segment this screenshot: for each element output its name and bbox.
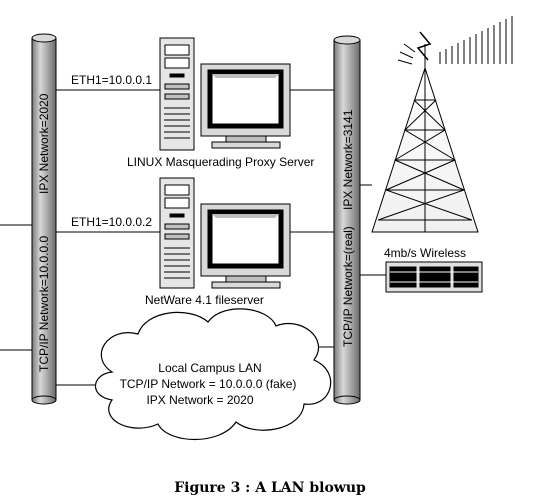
right-backbone-ipx-label: IPX Network=3141 bbox=[341, 109, 355, 210]
radio-tower-icon bbox=[371, 31, 479, 233]
proxy-server-computer-icon bbox=[159, 37, 291, 151]
left-backbone-pipe: IPX Network=2020 TCP/IP Network=10.0.0.0 bbox=[31, 33, 57, 405]
proxy-server-name: LINUX Masquerading Proxy Server bbox=[127, 155, 314, 169]
fileserver-eth1-label: ETH1=10.0.0.2 bbox=[71, 215, 152, 229]
fileserver-tower bbox=[159, 177, 195, 289]
file-server-computer-icon bbox=[159, 177, 291, 289]
wireless-label: 4mb/s Wireless bbox=[384, 246, 466, 260]
campus-lan-cloud: Local Campus LAN TCP/IP Network = 10.0.0… bbox=[94, 308, 332, 440]
file-server-name: NetWare 4.1 fileserver bbox=[145, 293, 264, 307]
proxy-eth1-label: ETH1=10.0.0.1 bbox=[71, 73, 152, 87]
campus-lan-title: Local Campus LAN bbox=[158, 361, 261, 375]
campus-lan-tcpip: TCP/IP Network = 10.0.0.0 (fake) bbox=[120, 377, 297, 391]
campus-lan-ipx: IPX Network = 2020 bbox=[146, 393, 253, 407]
figure-caption: Figure 3 : A LAN blowup bbox=[174, 480, 366, 496]
right-backbone-pipe: IPX Network=3141 TCP/IP Network=(real) bbox=[333, 35, 361, 405]
radio-waves-icon bbox=[397, 16, 513, 65]
left-backbone-ipx-label: IPX Network=2020 bbox=[37, 93, 51, 194]
left-backbone-tcpip-label: TCP/IP Network=10.0.0.0 bbox=[37, 235, 51, 372]
right-backbone-tcpip-label: TCP/IP Network=(real) bbox=[341, 226, 355, 347]
wireless-radio-icon bbox=[385, 261, 483, 293]
